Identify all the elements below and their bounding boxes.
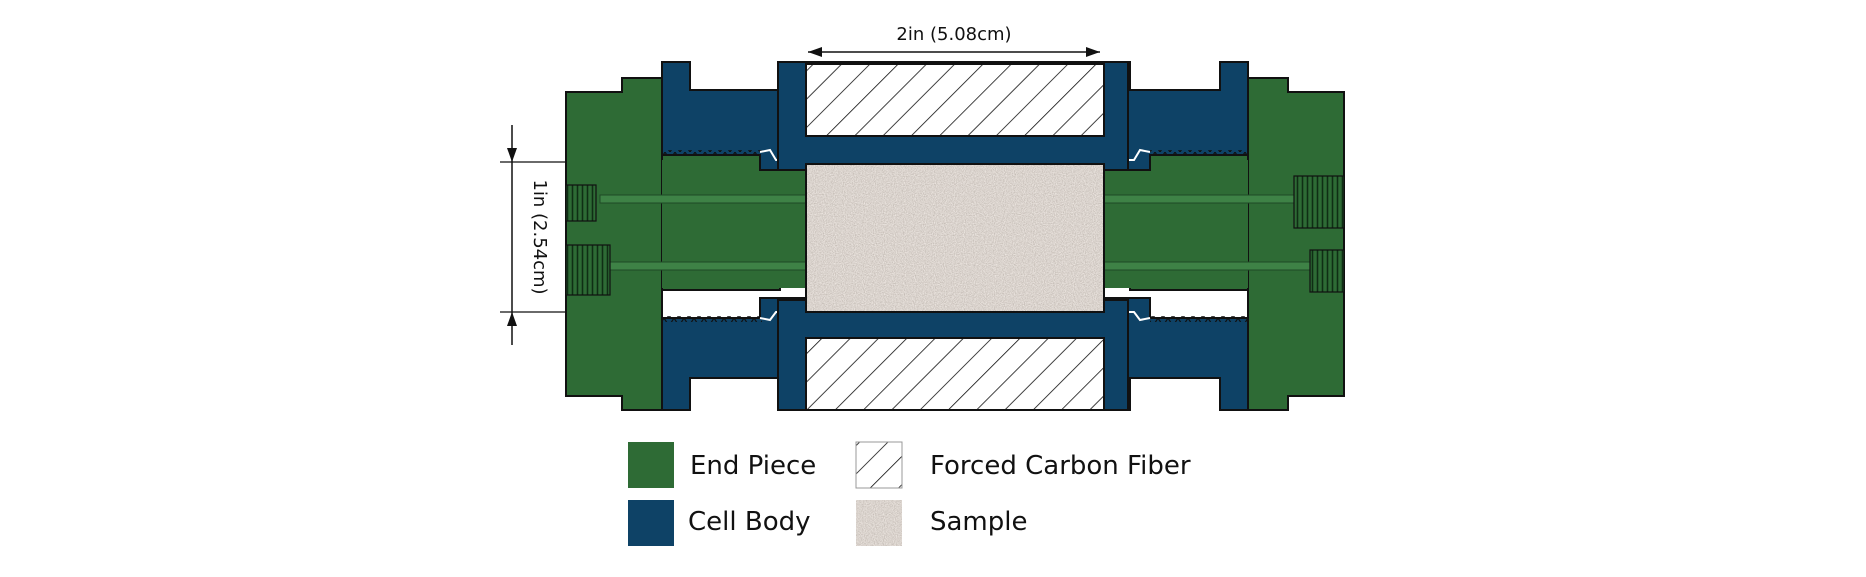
carbon-fiber-top xyxy=(805,63,1105,137)
legend: End Piece Cell Body Forced Carbon Fiber … xyxy=(628,441,1191,546)
right-cell-body xyxy=(1101,61,1249,411)
legend-swatch-sample xyxy=(856,500,902,546)
legend-label-cell-body: Cell Body xyxy=(688,507,811,537)
right-end-piece xyxy=(1098,77,1345,411)
legend-swatch-carbon-fiber xyxy=(855,441,903,489)
legend-swatch-end-piece xyxy=(628,442,674,488)
legend-label-end-piece: End Piece xyxy=(690,451,816,481)
left-end-piece xyxy=(565,77,812,411)
legend-label-sample: Sample xyxy=(930,507,1028,537)
height-label: 1in (2.54cm) xyxy=(529,179,550,294)
width-label: 2in (5.08cm) xyxy=(896,24,1011,45)
height-dimension: 1in (2.54cm) xyxy=(500,125,566,345)
left-cell-body xyxy=(661,61,809,411)
carbon-fiber-bottom xyxy=(805,337,1105,411)
legend-swatch-cell-body xyxy=(628,500,674,546)
width-dimension: 2in (5.08cm) xyxy=(808,24,1100,57)
legend-label-carbon-fiber: Forced Carbon Fiber xyxy=(930,451,1191,481)
sample-core xyxy=(805,163,1105,313)
